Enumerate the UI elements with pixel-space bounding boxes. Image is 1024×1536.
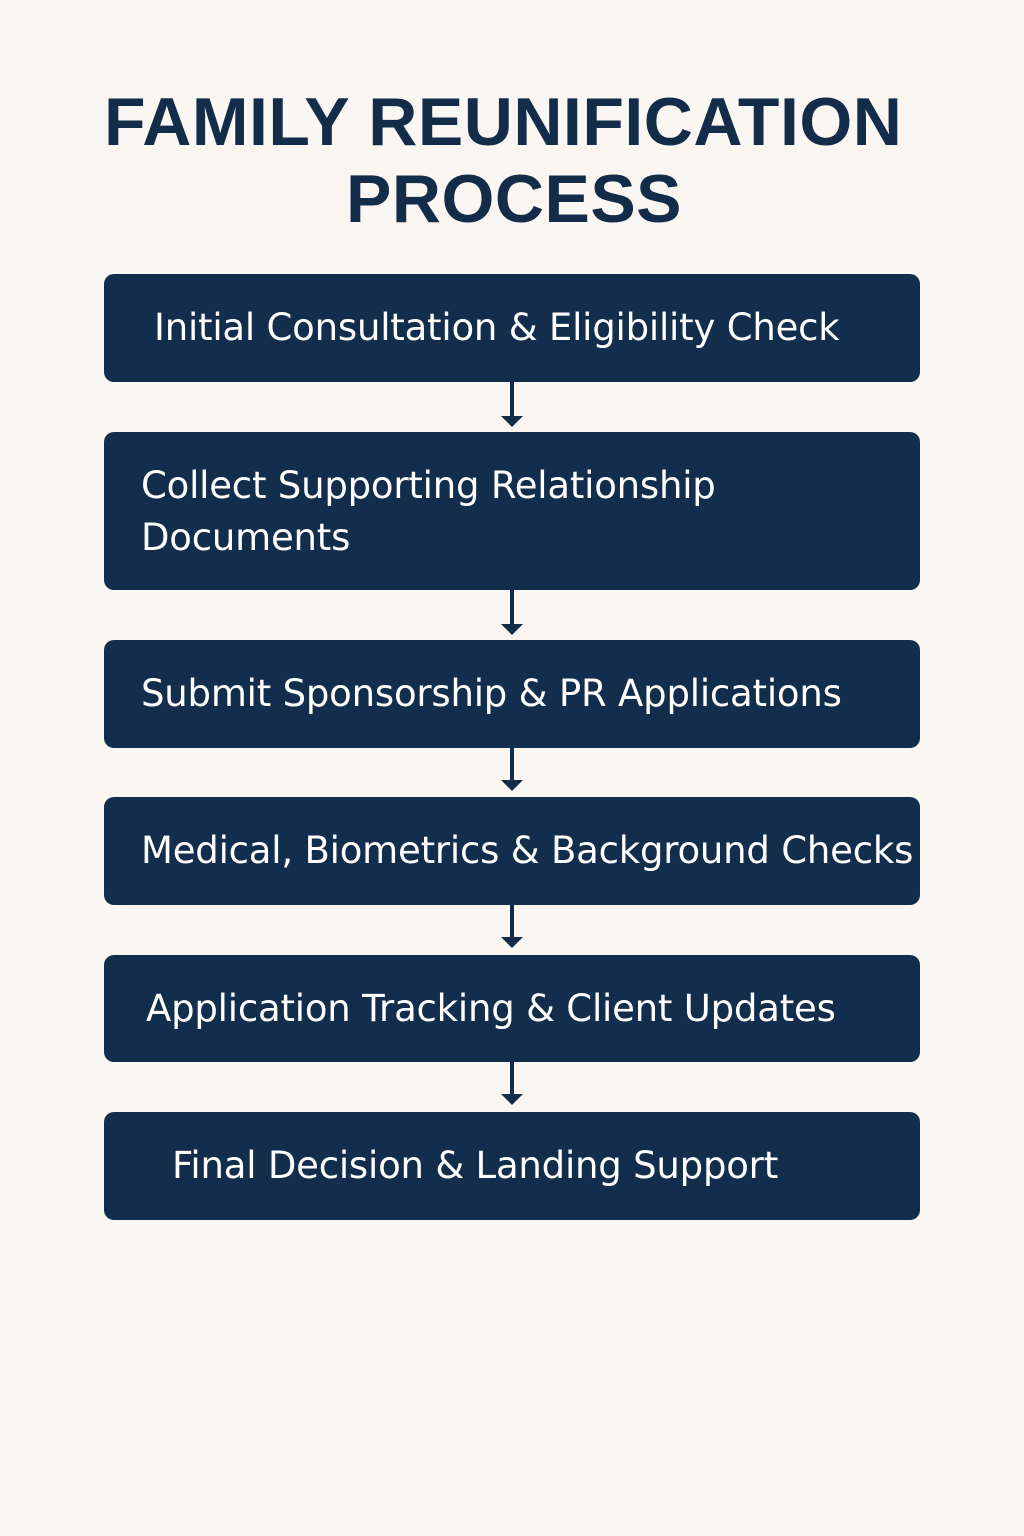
title-line-2: PROCESS: [346, 161, 683, 237]
step-label-2: Collect Supporting Relationship Document…: [141, 464, 716, 559]
arrow-connector-4: [510, 905, 514, 939]
arrow-down-icon: [501, 624, 523, 635]
arrow-connector-1: [510, 382, 514, 418]
arrow-down-icon: [501, 1094, 523, 1105]
step-label-6: Final Decision & Landing Support: [172, 1144, 778, 1187]
arrow-down-icon: [501, 780, 523, 791]
title-line-1: FAMILY REUNIFICATION: [104, 84, 903, 160]
step-box-2: Collect Supporting Relationship Document…: [104, 432, 920, 590]
step-box-1: Initial Consultation & Eligibility Check: [104, 274, 920, 382]
arrow-connector-2: [510, 590, 514, 626]
step-label-5: Application Tracking & Client Updates: [146, 987, 836, 1030]
step-label-3: Submit Sponsorship & PR Applications: [141, 672, 842, 715]
step-label-1: Initial Consultation & Eligibility Check: [154, 306, 840, 349]
step-box-4: Medical, Biometrics & Background Checks: [104, 797, 920, 905]
step-box-6: Final Decision & Landing Support: [104, 1112, 920, 1220]
arrow-connector-3: [510, 748, 514, 782]
arrow-down-icon: [501, 937, 523, 948]
arrow-down-icon: [501, 416, 523, 427]
step-box-3: Submit Sponsorship & PR Applications: [104, 640, 920, 748]
step-label-4: Medical, Biometrics & Background Checks: [141, 829, 914, 872]
arrow-connector-5: [510, 1062, 514, 1096]
step-box-5: Application Tracking & Client Updates: [104, 955, 920, 1062]
